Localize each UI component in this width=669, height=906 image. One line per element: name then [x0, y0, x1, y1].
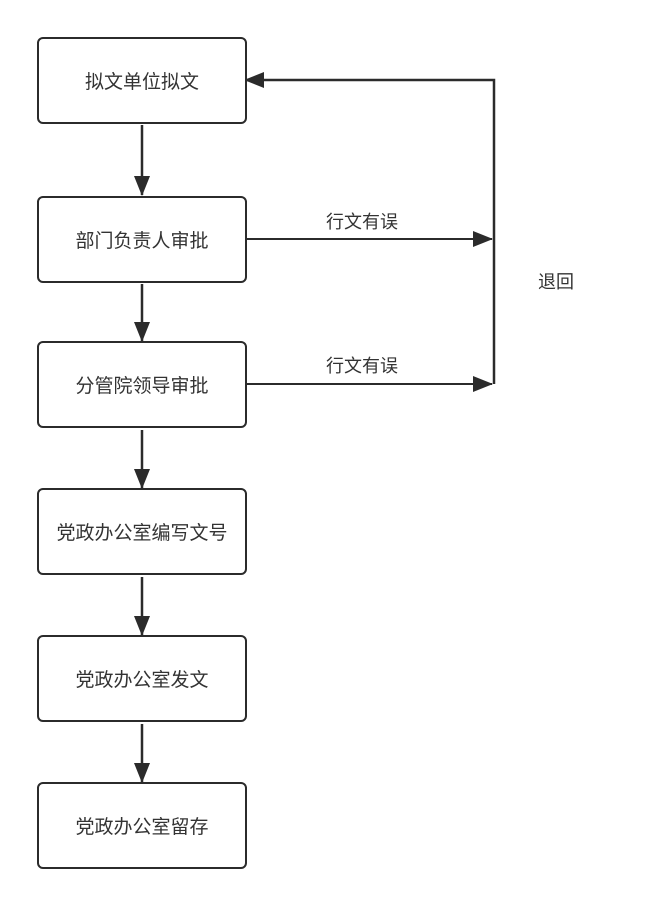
- step-2-box: 部门负责人审批: [37, 196, 247, 283]
- step-3-box: 分管院领导审批: [37, 341, 247, 428]
- error-label-2: 行文有误: [326, 356, 398, 377]
- step-5-box: 党政办公室发文: [37, 635, 247, 722]
- arrow-return-loop: [244, 72, 496, 384]
- error-label-1: 行文有误: [326, 212, 398, 233]
- step-4-box: 党政办公室编写文号: [37, 488, 247, 575]
- step-2-label: 部门负责人审批: [75, 230, 209, 252]
- step-4-label: 党政办公室编写文号: [56, 522, 228, 544]
- step-5-label: 党政办公室发文: [75, 669, 209, 691]
- return-label: 退回: [538, 272, 574, 293]
- step-3-label: 分管院领导审批: [75, 375, 209, 397]
- step-1-label: 拟文单位拟文: [84, 71, 199, 93]
- step-6-box: 党政办公室留存: [37, 782, 247, 869]
- step-1-box: 拟文单位拟文: [37, 37, 247, 124]
- step-6-label: 党政办公室留存: [75, 816, 209, 838]
